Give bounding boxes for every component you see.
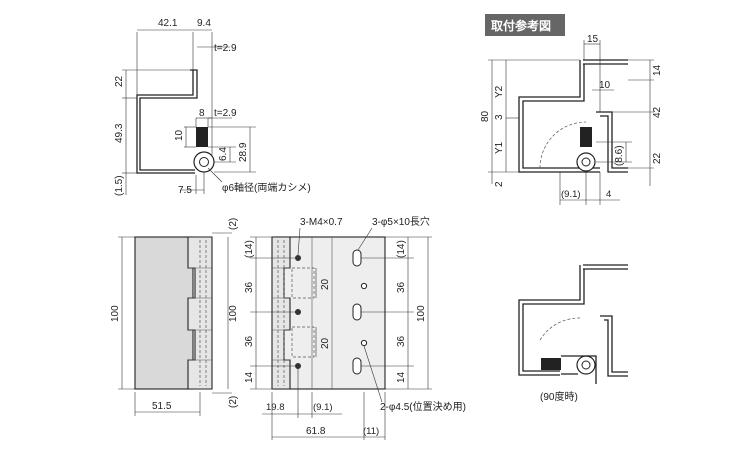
slot-2 xyxy=(352,303,362,321)
dim-19-8: 19.8 xyxy=(266,402,285,413)
dim-9-4: 9.4 xyxy=(197,18,211,29)
dim-right-100: 100 xyxy=(416,305,427,322)
open-block xyxy=(541,358,561,370)
callout-m4: 3-M4×0.7 xyxy=(300,217,343,228)
dim-8: 8 xyxy=(199,108,205,119)
axis-note: φ6軸径(両端カシメ) xyxy=(222,181,311,194)
dim-42-1: 42.1 xyxy=(158,18,178,29)
dim-t2-9-mid: t=2.9 xyxy=(214,108,237,119)
dim-left-100: 100 xyxy=(110,305,121,322)
dim-22: 22 xyxy=(114,75,125,87)
dim-36-r2: 36 xyxy=(396,335,407,347)
mount-dim-22: 22 xyxy=(652,152,663,164)
dim-14-br: 14 xyxy=(396,371,407,383)
side-profile-inner xyxy=(136,70,195,174)
mount-block xyxy=(580,127,592,147)
dim-1-5: (1.5) xyxy=(114,175,125,196)
mount-view: 取付参考図 15 14 42 22 10 80 Y2 xyxy=(480,14,663,205)
section-title-box xyxy=(485,14,565,36)
dim-6-4: 6.4 xyxy=(218,147,229,161)
dim-49-3: 49.3 xyxy=(114,123,125,143)
dim-left-2-top: (2) xyxy=(228,218,239,230)
open-profile-outer xyxy=(518,265,581,376)
mount-dim-9-1: (9.1) xyxy=(561,189,581,200)
side-pin xyxy=(199,157,209,167)
left-leaf xyxy=(134,236,194,390)
dim-14-bl: 14 xyxy=(244,371,255,383)
callout-slot: 3-φ5×10長穴 xyxy=(372,215,430,228)
dim-left-2-bottom: (2) xyxy=(228,396,239,408)
dim-10: 10 xyxy=(174,129,185,141)
dim-t2-9-top: t=2.9 xyxy=(214,43,237,54)
pin-hole-1 xyxy=(360,282,368,290)
open-view: (90度時) xyxy=(518,264,628,403)
dim-11: (11) xyxy=(363,426,379,437)
dim-14-tr: (14) xyxy=(396,240,407,258)
mount-dim-42: 42 xyxy=(652,106,663,118)
mount-dim-15: 15 xyxy=(587,34,599,45)
section-title: 取付参考図 xyxy=(491,18,551,33)
m4-hole-2 xyxy=(295,309,301,315)
mount-y2: Y2 xyxy=(494,85,505,98)
dim-20-b: 20 xyxy=(320,337,331,349)
side-view: 42.1 9.4 t=2.9 22 49.3 (1.5) 8 t=2.9 10 … xyxy=(114,18,311,196)
mount-profile-outer xyxy=(518,60,600,173)
dim-28-9: 28.9 xyxy=(238,142,249,162)
side-block xyxy=(196,127,208,147)
dim-9-1: (9.1) xyxy=(313,402,333,413)
m4-hole-3 xyxy=(295,363,301,369)
open-profile-inner xyxy=(522,269,585,372)
m4-hole-1 xyxy=(295,255,301,261)
open-caption: (90度時) xyxy=(540,390,578,403)
mount-dim-4: 4 xyxy=(606,189,611,200)
pocket-2 xyxy=(291,326,315,358)
slot-1 xyxy=(352,249,362,267)
mount-dim-10: 10 xyxy=(599,80,611,91)
dim-36-r1: 36 xyxy=(396,281,407,293)
mount-y1: Y1 xyxy=(494,141,505,154)
dim-51-5: 51.5 xyxy=(152,401,172,412)
side-profile-outer xyxy=(139,69,198,171)
mount-dim-80: 80 xyxy=(480,110,491,122)
callout-pin: 2-φ4.5(位置決め用) xyxy=(380,400,466,413)
dim-36-l2: 36 xyxy=(244,335,255,347)
pin-hole-2 xyxy=(360,339,368,347)
dim-14-tl: (14) xyxy=(244,240,255,258)
dim-left-100-right: 100 xyxy=(228,305,239,322)
pocket-1 xyxy=(291,267,315,299)
swing-arc xyxy=(539,121,587,169)
open-frame-right xyxy=(600,315,628,373)
mount-dim-14: 14 xyxy=(652,64,663,76)
mount-dim-2: 2 xyxy=(494,181,505,187)
mount-dim-3: 3 xyxy=(494,114,505,120)
dim-7-5: 7.5 xyxy=(178,185,192,196)
dim-36-l1: 36 xyxy=(244,281,255,293)
front-view-right: 20 20 3-M4×0.7 3-φ5×10長穴 2-φ4.5(位置決め用) (… xyxy=(244,215,466,440)
open-swing-arc xyxy=(539,317,581,341)
dim-20-a: 20 xyxy=(320,278,331,290)
slot-3 xyxy=(352,357,362,375)
front-view-left: 100 (2) 100 (2) 51.5 xyxy=(110,218,239,416)
mount-dim-8-6: (8.6) xyxy=(614,145,625,166)
frame-right xyxy=(596,111,628,169)
mount-profile-inner xyxy=(522,64,600,169)
dim-61-8: 61.8 xyxy=(306,426,326,437)
